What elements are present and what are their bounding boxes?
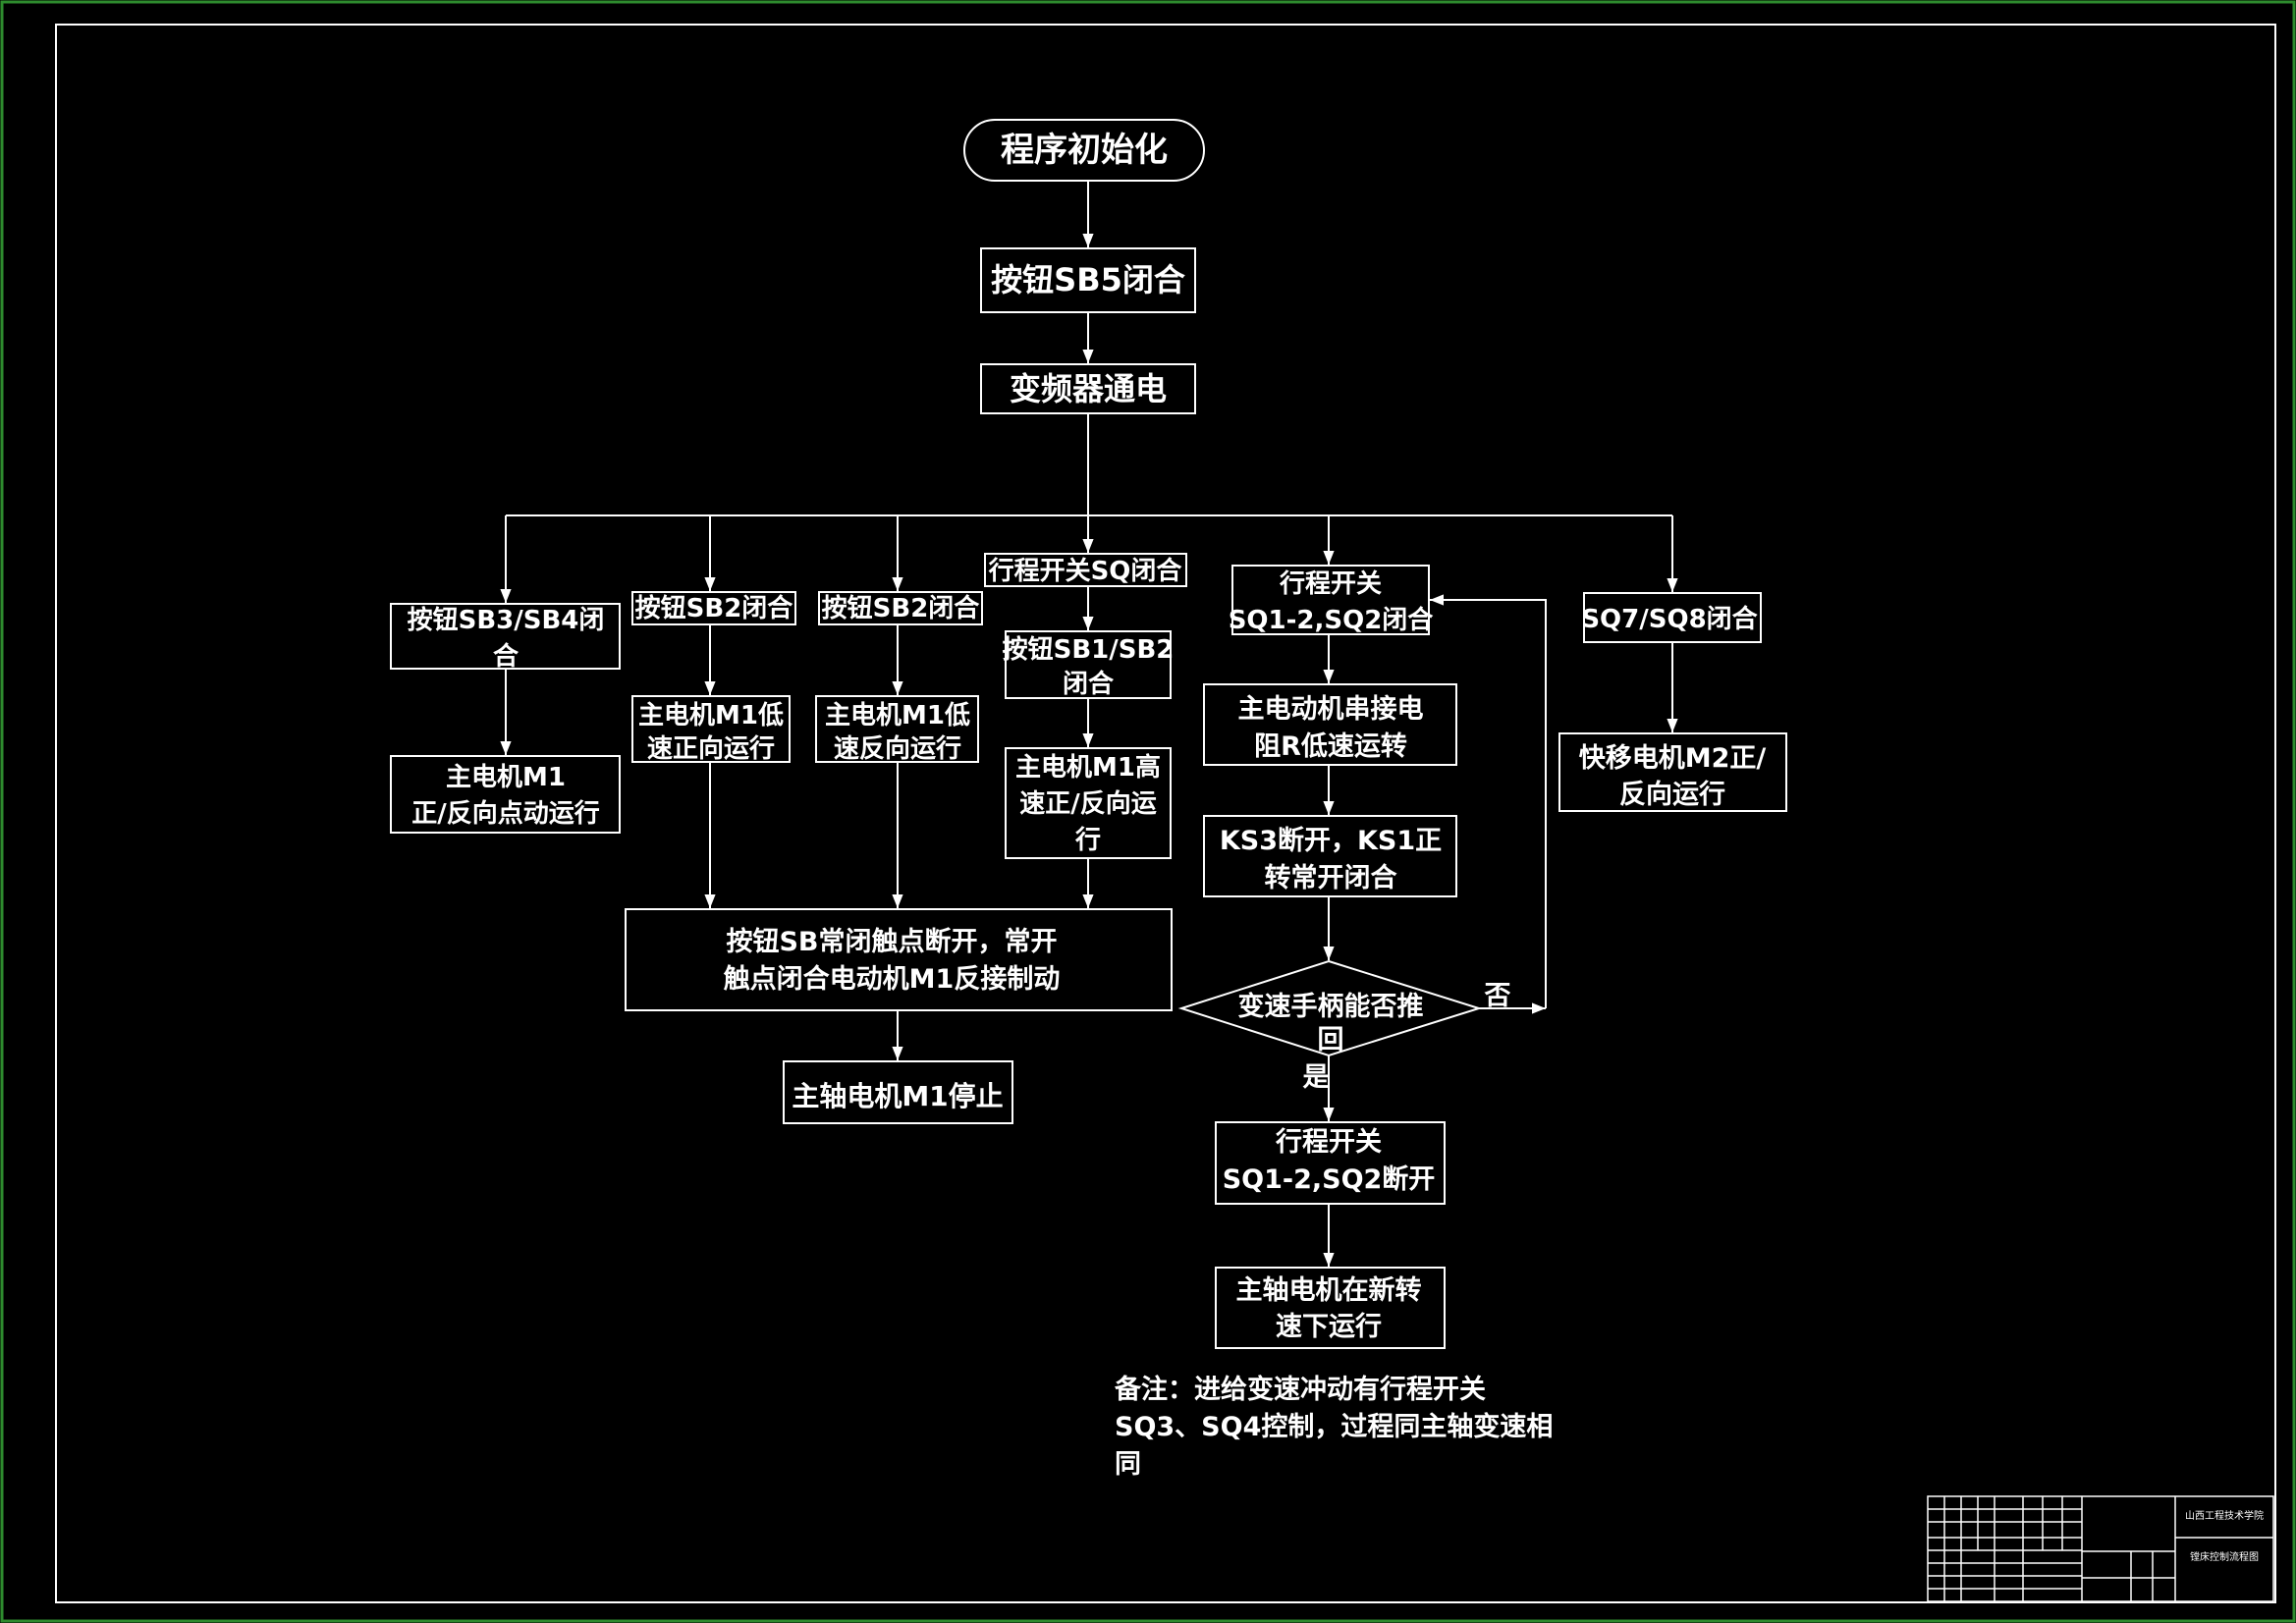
b5-act4-line2: 速下运行 — [1276, 1311, 1382, 1342]
brake-line1: 按钮SB常闭触点断开，常开 — [726, 926, 1057, 957]
b1-cond-line1: 按钮SB3/SB4闭 — [408, 605, 605, 635]
b4-label-text: 行程开关SQ闭合 — [988, 556, 1183, 586]
b2-cond-box — [631, 591, 796, 625]
b1-cond-line2: 合 — [493, 641, 519, 672]
b4-label-box — [984, 553, 1187, 587]
b3-cond-box — [818, 591, 983, 625]
b5-cond-line2: SQ1-2,SQ2闭合 — [1229, 605, 1435, 635]
b5-cond-line1: 行程开关 — [1279, 568, 1382, 599]
title-block — [1927, 1495, 2274, 1602]
b6-act-box — [1558, 732, 1787, 812]
stop-box — [783, 1060, 1013, 1124]
b5-act1-line2: 阻R低速运转 — [1254, 731, 1407, 762]
b5-act3-line2: SQ1-2,SQ2断开 — [1223, 1164, 1436, 1195]
start-label: 程序初始化 — [1001, 131, 1168, 170]
b4-act-line3: 行 — [1074, 825, 1101, 855]
b1-act-box — [390, 755, 621, 834]
brake-line2: 触点闭合电动机M1反接制动 — [724, 963, 1061, 995]
b6-cond-label: SQ7/SQ8闭合 — [1581, 604, 1758, 634]
decision-line2: 回 — [1318, 1025, 1344, 1055]
b1-act-line1: 主电机M1 — [446, 763, 566, 792]
b2-act-line1: 主电机M1低 — [638, 701, 784, 730]
b4-cond-line2: 闭合 — [1063, 669, 1115, 699]
b5-act1-line1: 主电动机串接电 — [1238, 694, 1424, 725]
b5-act2-line1: KS3断开，KS1正 — [1220, 826, 1442, 856]
b4-act-line2: 速正/反向运 — [1019, 788, 1157, 819]
b6-act-line1: 快移电机M2正/ — [1579, 743, 1767, 774]
title-block-drawing-title: 镗床控制流程图 — [2190, 1550, 2259, 1563]
b3-act-line1: 主电机M1低 — [825, 701, 970, 730]
sb5-label: 按钮SB5闭合 — [991, 261, 1185, 298]
b5-act4-line1: 主轴电机在新转 — [1236, 1274, 1422, 1306]
b5-act4-box — [1215, 1267, 1446, 1349]
b6-act-line2: 反向运行 — [1619, 779, 1725, 810]
b5-act2-box — [1203, 815, 1457, 897]
stop-label: 主轴电机M1停止 — [792, 1080, 1003, 1112]
title-block-school: 山西工程技术学院 — [2185, 1509, 2264, 1522]
b4-act-line1: 主电机M1高 — [1015, 752, 1161, 783]
b2-cond-label: 按钮SB2闭合 — [635, 593, 794, 623]
no-label: 否 — [1485, 981, 1511, 1011]
b5-act2-line2: 转常开闭合 — [1265, 862, 1397, 893]
note-line2: SQ3、SQ4控制，过程同主轴变速相 — [1115, 1411, 1553, 1442]
b4-cond-line1: 按钮SB1/SB2 — [1003, 634, 1175, 665]
b5-act3-line1: 行程开关 — [1275, 1126, 1382, 1158]
b5-cond-box — [1231, 565, 1430, 635]
b1-act-line2: 正/反向点动运行 — [411, 798, 600, 829]
vfd-label: 变频器通电 — [1010, 370, 1167, 407]
note-line3: 同 — [1115, 1449, 1141, 1480]
no-loop — [1430, 594, 1547, 1008]
brake-box — [625, 908, 1173, 1011]
b3-act-line2: 速反向运行 — [834, 733, 961, 764]
b5-act1-box — [1203, 683, 1457, 766]
decision-line1: 变速手柄能否推 — [1238, 991, 1424, 1022]
b2-act-line2: 速正向运行 — [647, 733, 775, 764]
drawing-border — [55, 24, 2276, 1603]
yes-label: 是 — [1303, 1062, 1330, 1093]
b5-act3-box — [1215, 1121, 1446, 1205]
start-terminal — [963, 119, 1205, 182]
b3-cond-label: 按钮SB2闭合 — [822, 593, 981, 623]
note-line1: 备注：进给变速冲动有行程开关 — [1114, 1374, 1486, 1405]
